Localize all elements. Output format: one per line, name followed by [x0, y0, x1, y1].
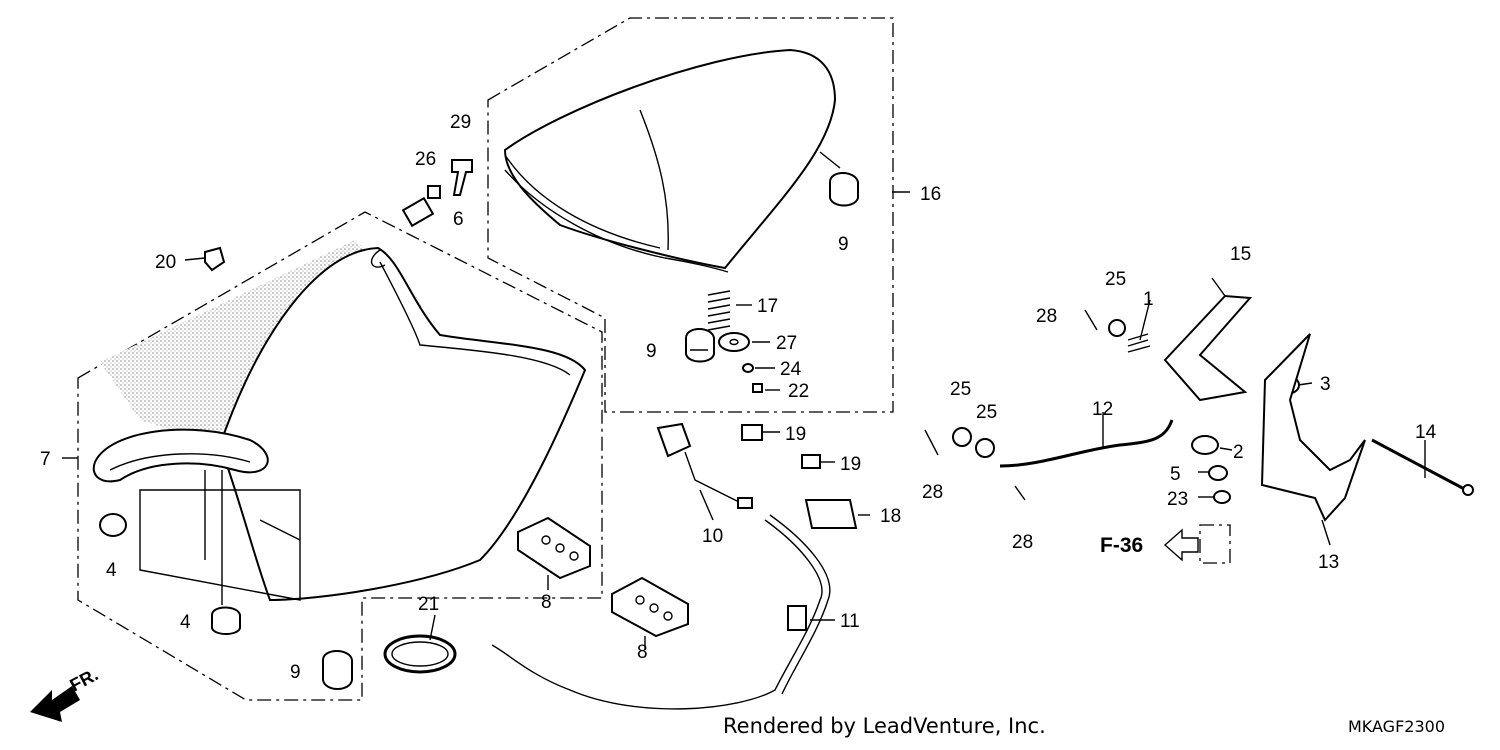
- callout-29: 29: [450, 112, 471, 133]
- callout-28b: 28: [922, 482, 943, 503]
- pillion-seat: [487, 17, 894, 413]
- callout-4b: 4: [180, 612, 191, 633]
- callout-8a: 8: [541, 592, 552, 613]
- render-credit: Rendered by LeadVenture, Inc.: [723, 714, 1046, 738]
- callout-9c: 9: [290, 662, 301, 683]
- callout-8b: 8: [637, 642, 648, 663]
- front-arrow-icon: FR.: [30, 664, 101, 722]
- leader-lines: [62, 151, 1426, 650]
- callout-28a: 28: [1036, 306, 1057, 327]
- callout-28c: 28: [1012, 532, 1033, 553]
- callout-3: 3: [1320, 374, 1331, 395]
- callout-19a: 19: [785, 424, 806, 445]
- callout-20: 20: [155, 252, 176, 273]
- callout-23: 23: [1167, 489, 1188, 510]
- callout-5: 5: [1170, 464, 1181, 485]
- callout-22: 22: [788, 381, 809, 402]
- callout-6: 6: [453, 209, 464, 230]
- callout-25c: 25: [976, 402, 997, 423]
- callout-26: 26: [415, 149, 436, 170]
- callout-27: 27: [776, 333, 797, 354]
- callout-7: 7: [40, 449, 51, 470]
- callout-16: 16: [920, 184, 941, 205]
- callout-15: 15: [1230, 244, 1251, 265]
- callout-14: 14: [1415, 422, 1437, 443]
- callout-1: 1: [1143, 289, 1154, 310]
- callout-18: 18: [880, 506, 901, 527]
- callout-25b: 25: [950, 379, 971, 400]
- reference-label: F-36: [1100, 534, 1143, 557]
- callout-17: 17: [757, 296, 778, 317]
- callout-10: 10: [702, 526, 723, 547]
- callout-9b: 9: [646, 341, 657, 362]
- callout-numbers: 1 2 3 4 4 5 6 7 8 8 9 9 9 10 11 12 13 14…: [40, 112, 1437, 683]
- callout-12: 12: [1092, 399, 1113, 420]
- callout-11: 11: [840, 611, 860, 632]
- callout-2: 2: [1233, 442, 1244, 463]
- callout-4a: 4: [106, 560, 117, 581]
- callout-19b: 19: [840, 454, 861, 475]
- callout-21: 21: [418, 594, 439, 615]
- callout-25a: 25: [1105, 269, 1126, 290]
- small-parts: [99, 159, 1474, 710]
- callout-13: 13: [1318, 552, 1339, 573]
- callout-24: 24: [780, 359, 802, 380]
- diagram-code: MKAGF2300: [1348, 717, 1445, 736]
- rider-seat: [77, 211, 603, 701]
- callout-9a: 9: [838, 234, 849, 255]
